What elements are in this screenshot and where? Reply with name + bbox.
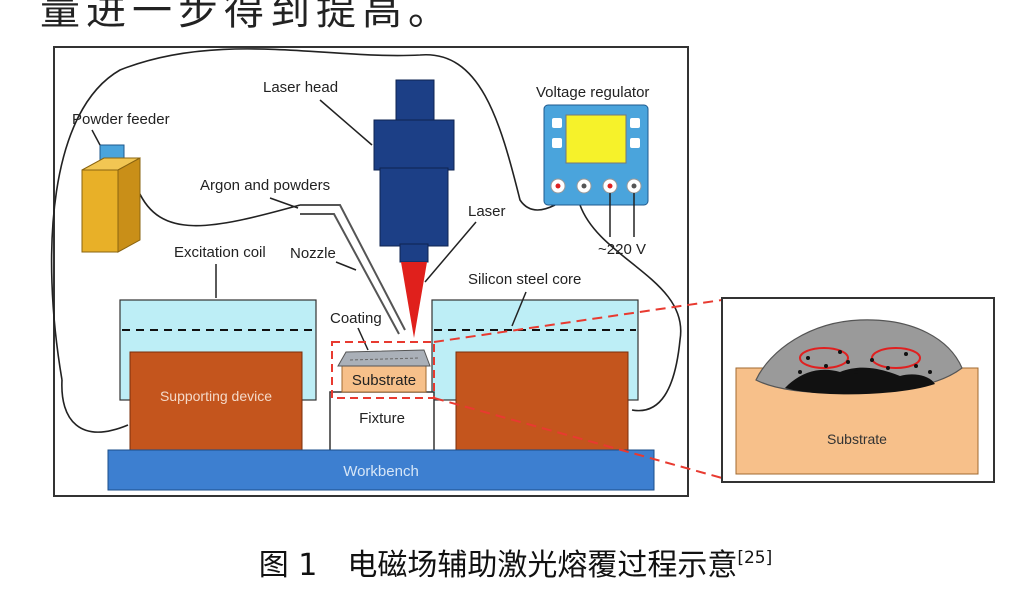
label-workbench: Workbench	[343, 463, 419, 480]
label-laser: Laser	[468, 203, 506, 220]
supporting-device-right	[455, 351, 629, 451]
wire-left-bottom	[61, 379, 129, 433]
nozzle-tube-2	[300, 213, 400, 335]
laser-cladding-diagram: Powder feeder Laser head Laser Voltage r…	[50, 46, 995, 497]
supporting-device-left	[129, 351, 303, 451]
arrow-laser	[424, 221, 477, 283]
wire-feeder	[137, 189, 301, 227]
arrow-coating	[357, 327, 369, 351]
circulation-left	[799, 347, 849, 369]
figure-caption: 图 1 电磁场辅助激光熔覆过程示意[25]	[0, 540, 1031, 584]
label-supporting-device: Supporting device	[160, 388, 272, 404]
label-coating: Coating	[330, 310, 382, 327]
label-laser-head: Laser head	[263, 79, 338, 96]
arrow-nozzle	[335, 261, 357, 271]
label-fixture: Fixture	[359, 410, 405, 427]
label-voltage-regulator: Voltage regulator	[536, 84, 649, 101]
label-argon-and-powders: Argon and powders	[200, 177, 330, 194]
caption-ref: [25]	[737, 548, 773, 568]
label-excitation-coil: Excitation coil	[174, 244, 266, 261]
label-voltage: ~220 V	[598, 241, 646, 258]
powder-feeder	[81, 144, 141, 253]
zoom-line-top	[433, 299, 723, 343]
label-silicon-steel-core: Silicon steel core	[468, 271, 581, 288]
nozzle-tube	[300, 204, 406, 331]
coating-layer	[337, 349, 431, 367]
voltage-regulator	[543, 104, 649, 206]
particles	[798, 350, 932, 374]
coating-hatch	[349, 357, 421, 361]
zoom-region	[331, 341, 435, 399]
caption-main: 图 1 电磁场辅助激光熔覆过程示意	[258, 548, 738, 583]
top-text-fragment: 量进一步得到提高。	[40, 0, 454, 34]
wire-right	[579, 204, 682, 412]
workbench	[107, 449, 655, 491]
label-inset-substrate: Substrate	[827, 431, 887, 447]
arrow-laser-head	[319, 99, 373, 146]
laser-head	[373, 79, 455, 263]
label-substrate: Substrate	[352, 372, 416, 389]
fixture	[329, 391, 435, 453]
label-nozzle: Nozzle	[290, 245, 336, 262]
wire-loop	[50, 48, 556, 381]
laser-beam	[401, 262, 427, 338]
zoom-line-bottom	[433, 397, 723, 479]
substrate	[341, 365, 427, 393]
label-powder-feeder: Powder feeder	[72, 111, 170, 128]
arrow-silicon-steel-core	[511, 291, 527, 327]
arrow-powder-feeder	[91, 129, 101, 146]
arrow-argon	[269, 197, 299, 209]
melt-pool-dark	[785, 367, 935, 395]
